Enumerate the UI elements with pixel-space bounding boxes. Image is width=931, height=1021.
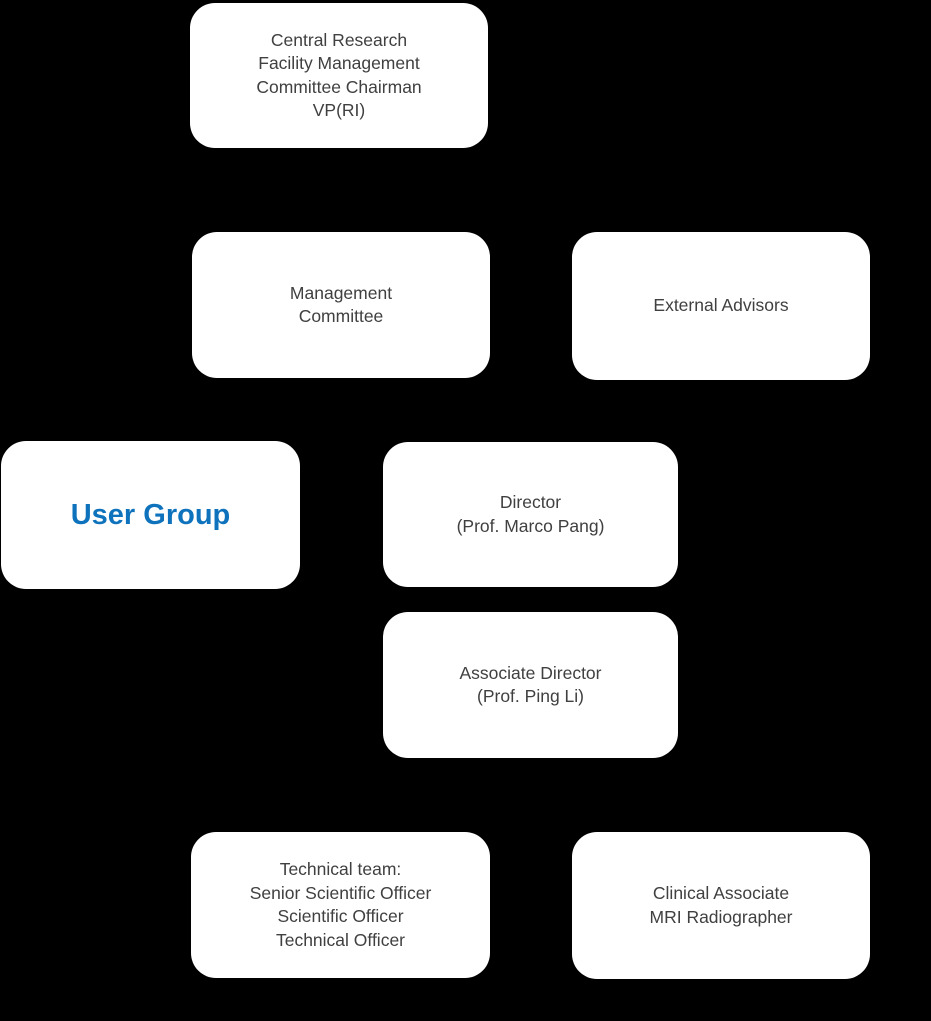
org-box-chairman: Central Research Facility Management Com… [190, 3, 488, 148]
org-box-external-advisors-label: External Advisors [653, 295, 789, 316]
org-box-director: Director (Prof. Marco Pang) [383, 442, 678, 587]
org-box-management-committee-label: Management Committee [289, 282, 393, 327]
org-box-chairman-label: Central Research Facility Management Com… [256, 29, 422, 121]
org-box-clinical-associate-label: Clinical Associate MRI Radiographer [649, 883, 793, 927]
org-box-management-committee: Management Committee [192, 232, 490, 378]
org-box-user-group: User Group [1, 441, 300, 589]
org-box-technical-team-label: Technical team: Senior Scientific Office… [249, 859, 432, 950]
org-box-clinical-associate: Clinical Associate MRI Radiographer [572, 832, 870, 979]
org-box-user-group-label: User Group [70, 499, 231, 531]
org-box-director-label: Director (Prof. Marco Pang) [456, 492, 605, 536]
org-box-associate-director: Associate Director (Prof. Ping Li) [383, 612, 678, 758]
org-box-technical-team: Technical team: Senior Scientific Office… [191, 832, 490, 978]
org-box-associate-director-label: Associate Director (Prof. Ping Li) [459, 662, 602, 707]
org-box-external-advisors: External Advisors [572, 232, 870, 380]
